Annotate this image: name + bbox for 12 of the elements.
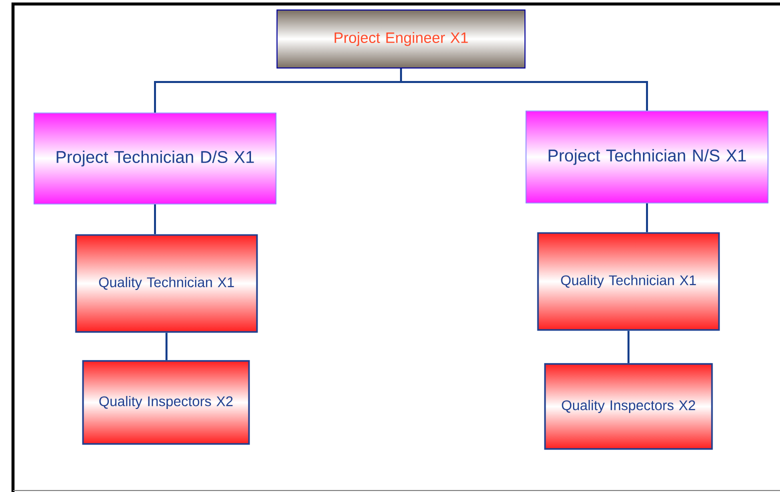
connector-line [154,204,156,234]
engineer-box: Project Engineer X1 [276,10,526,68]
connector-line [628,330,630,364]
role-box: Quality Technician X1 [537,232,720,331]
role-box: Quality Inspectors X2 [544,363,713,450]
role-box: Quality Inspectors X2 [82,360,250,445]
connector-line [400,68,648,111]
technician-box: Project Technician D/S X1 [34,112,276,204]
technician-box: Project Technician N/S X1 [526,110,768,204]
connector-line [166,332,168,360]
connector-line [646,203,648,232]
role-box: Quality Technician X1 [75,234,258,333]
